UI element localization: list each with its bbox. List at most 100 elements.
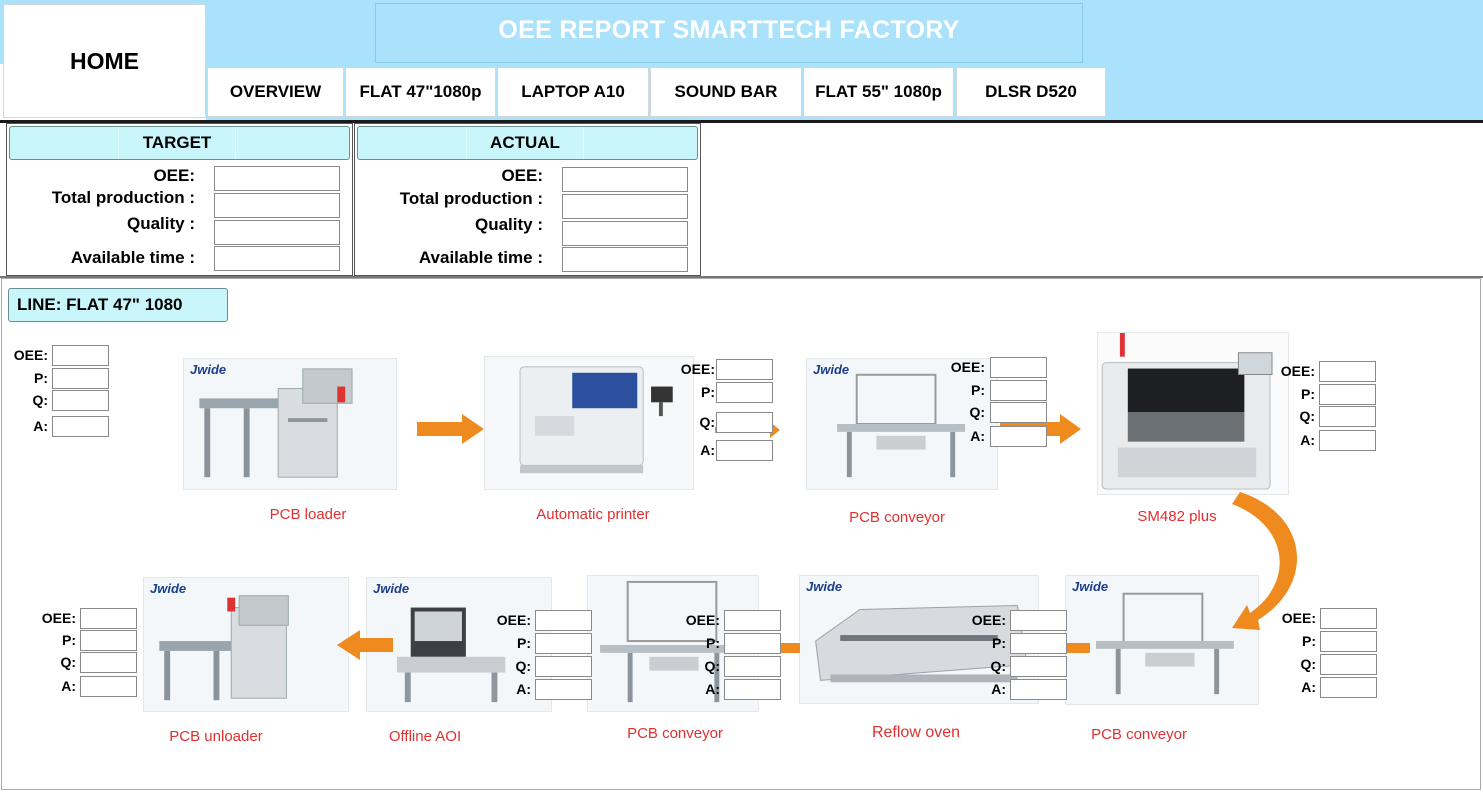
- actual-oee-field[interactable]: [562, 167, 688, 192]
- pcb-conveyor-2-oee-label: OEE:: [1281, 610, 1316, 626]
- tab-dlsr-d520[interactable]: DLSR D520: [956, 67, 1106, 117]
- tab-flat-55-1080p[interactable]: FLAT 55" 1080p: [803, 67, 954, 117]
- target-title: TARGET: [118, 127, 236, 159]
- machine-caption: Reflow oven: [871, 724, 961, 741]
- tab-overview[interactable]: OVERVIEW: [207, 67, 344, 117]
- sm482-plus-p-field[interactable]: [1319, 384, 1376, 405]
- brand-logo: Jwide: [373, 581, 410, 596]
- pcb-loader-oee-field[interactable]: [52, 345, 109, 366]
- machine-caption: Offline AOI: [388, 728, 462, 745]
- pcb-conveyor-3-a-field[interactable]: [724, 679, 781, 700]
- pcb-conveyor-1-q-label: Q:: [969, 404, 985, 420]
- machine-caption: PCB conveyor: [849, 509, 945, 526]
- pcb-conveyor-1-p-field[interactable]: [990, 380, 1047, 401]
- target-available-time-label: Available time :: [70, 248, 195, 267]
- pcb-conveyor-2-p-field[interactable]: [1320, 631, 1377, 652]
- conveyor-icon: [1096, 592, 1234, 695]
- automatic-printer-q-label: Q:: [699, 414, 715, 430]
- pcb-conveyor-1-oee-field[interactable]: [990, 357, 1047, 378]
- automatic-printer-oee-label: OEE:: [680, 361, 715, 377]
- pcb-loader-a-field[interactable]: [52, 416, 109, 437]
- pcb-conveyor-1-p-label: P:: [971, 382, 985, 398]
- pcb-conveyor-2-oee-field[interactable]: [1320, 608, 1377, 629]
- offline-aoi-q-field[interactable]: [535, 656, 592, 677]
- sm482-plus-q-field[interactable]: [1319, 406, 1376, 427]
- sm482-plus-a-field[interactable]: [1319, 430, 1376, 451]
- actual-title: ACTUAL: [466, 127, 584, 159]
- conveyor-icon: [837, 373, 966, 478]
- reflow-oven-q-field[interactable]: [1010, 656, 1067, 677]
- automatic-printer-p-field[interactable]: [716, 382, 773, 403]
- target-total-production-field[interactable]: [214, 193, 340, 218]
- pcb-conveyor-2-q-field[interactable]: [1320, 654, 1377, 675]
- offline-aoi-q-label: Q:: [515, 658, 531, 674]
- actual-panel-header: ACTUAL: [357, 126, 698, 160]
- pcb-conveyor-3-q-label: Q:: [704, 658, 720, 674]
- offline-aoi-p-field[interactable]: [535, 633, 592, 654]
- automatic-printer-a-label: A:: [700, 442, 715, 458]
- sm482-plus-p-label: P:: [1301, 386, 1315, 402]
- pcb-conveyor-1-q-field[interactable]: [990, 402, 1047, 423]
- sm482-plus-a-label: A:: [1300, 432, 1315, 448]
- pcb-loader-icon: [199, 368, 353, 478]
- pcb-conveyor-3-q-field[interactable]: [724, 656, 781, 677]
- actual-quality-field[interactable]: [562, 221, 688, 246]
- header-divider: [0, 120, 1483, 123]
- target-panel: TARGET OEE: Total production : Quality :…: [6, 123, 353, 276]
- pcb-unloader-oee-label: OEE:: [41, 610, 76, 626]
- pcb-conveyor-2-a-field[interactable]: [1320, 677, 1377, 698]
- machine-sm482-plus[interactable]: [1097, 332, 1289, 495]
- pcb-conveyor-3-p-label: P:: [706, 635, 720, 651]
- machine-reflow-oven[interactable]: Jwide: [799, 575, 1039, 704]
- conveyor-icon: [600, 580, 748, 703]
- pcb-loader-q-field[interactable]: [52, 390, 109, 411]
- tab-flat-47-1080p[interactable]: FLAT 47"1080p: [345, 67, 496, 117]
- machine-pcb-unloader[interactable]: Jwide: [143, 577, 349, 712]
- machine-caption: Automatic printer: [536, 506, 650, 523]
- pcb-unloader-oee-field[interactable]: [80, 608, 137, 629]
- title-box: [375, 3, 1083, 63]
- reflow-oven-oee-label: OEE:: [971, 612, 1006, 628]
- tab-sound-bar[interactable]: SOUND BAR: [650, 67, 802, 117]
- pcb-conveyor-1-a-label: A:: [970, 428, 985, 444]
- target-quality-field[interactable]: [214, 220, 340, 245]
- actual-available-time-field[interactable]: [562, 247, 688, 272]
- automatic-printer-q-field[interactable]: [716, 412, 773, 433]
- machine-pcb-loader[interactable]: Jwide: [183, 358, 397, 490]
- brand-logo: Jwide: [806, 579, 843, 594]
- home-button[interactable]: HOME: [3, 4, 206, 118]
- target-panel-header: TARGET: [9, 126, 350, 160]
- pcb-unloader-a-field[interactable]: [80, 676, 137, 697]
- automatic-printer-a-field[interactable]: [716, 440, 773, 461]
- machine-offline-aoi[interactable]: Jwide: [366, 577, 552, 712]
- pcb-loader-q-label: Q:: [32, 392, 48, 408]
- automatic-printer-oee-field[interactable]: [716, 359, 773, 380]
- pcb-conveyor-3-p-field[interactable]: [724, 633, 781, 654]
- pcb-loader-p-label: P:: [34, 370, 48, 386]
- offline-aoi-a-field[interactable]: [535, 679, 592, 700]
- sm482-plus-oee-field[interactable]: [1319, 361, 1376, 382]
- reflow-oven-a-field[interactable]: [1010, 679, 1067, 700]
- actual-available-time-label: Available time :: [418, 248, 543, 267]
- pcb-loader-p-field[interactable]: [52, 368, 109, 389]
- pcb-unloader-icon: [159, 595, 289, 701]
- machine-caption: PCB unloader: [169, 728, 263, 745]
- pcb-unloader-p-field[interactable]: [80, 630, 137, 651]
- actual-total-production-field[interactable]: [562, 194, 688, 219]
- target-oee-field[interactable]: [214, 166, 340, 191]
- pcb-conveyor-3-oee-field[interactable]: [724, 610, 781, 631]
- offline-aoi-oee-field[interactable]: [535, 610, 592, 631]
- pcb-conveyor-1-a-field[interactable]: [990, 426, 1047, 447]
- reflow-oven-oee-field[interactable]: [1010, 610, 1067, 631]
- actual-panel: ACTUAL OEE: Total production : Quality :…: [354, 123, 701, 276]
- reflow-oven-p-field[interactable]: [1010, 633, 1067, 654]
- target-available-time-field[interactable]: [214, 246, 340, 271]
- machine-pcb-conveyor-2[interactable]: Jwide: [1065, 575, 1259, 705]
- pcb-conveyor-1-oee-label: OEE:: [950, 359, 985, 375]
- machine-pcb-conveyor-1[interactable]: Jwide: [806, 358, 998, 490]
- brand-logo: Jwide: [813, 362, 850, 377]
- tab-laptop-a10[interactable]: LAPTOP A10: [497, 67, 649, 117]
- offline-aoi-a-label: A:: [516, 681, 531, 697]
- machine-automatic-printer[interactable]: [484, 356, 694, 490]
- pcb-unloader-q-field[interactable]: [80, 652, 137, 673]
